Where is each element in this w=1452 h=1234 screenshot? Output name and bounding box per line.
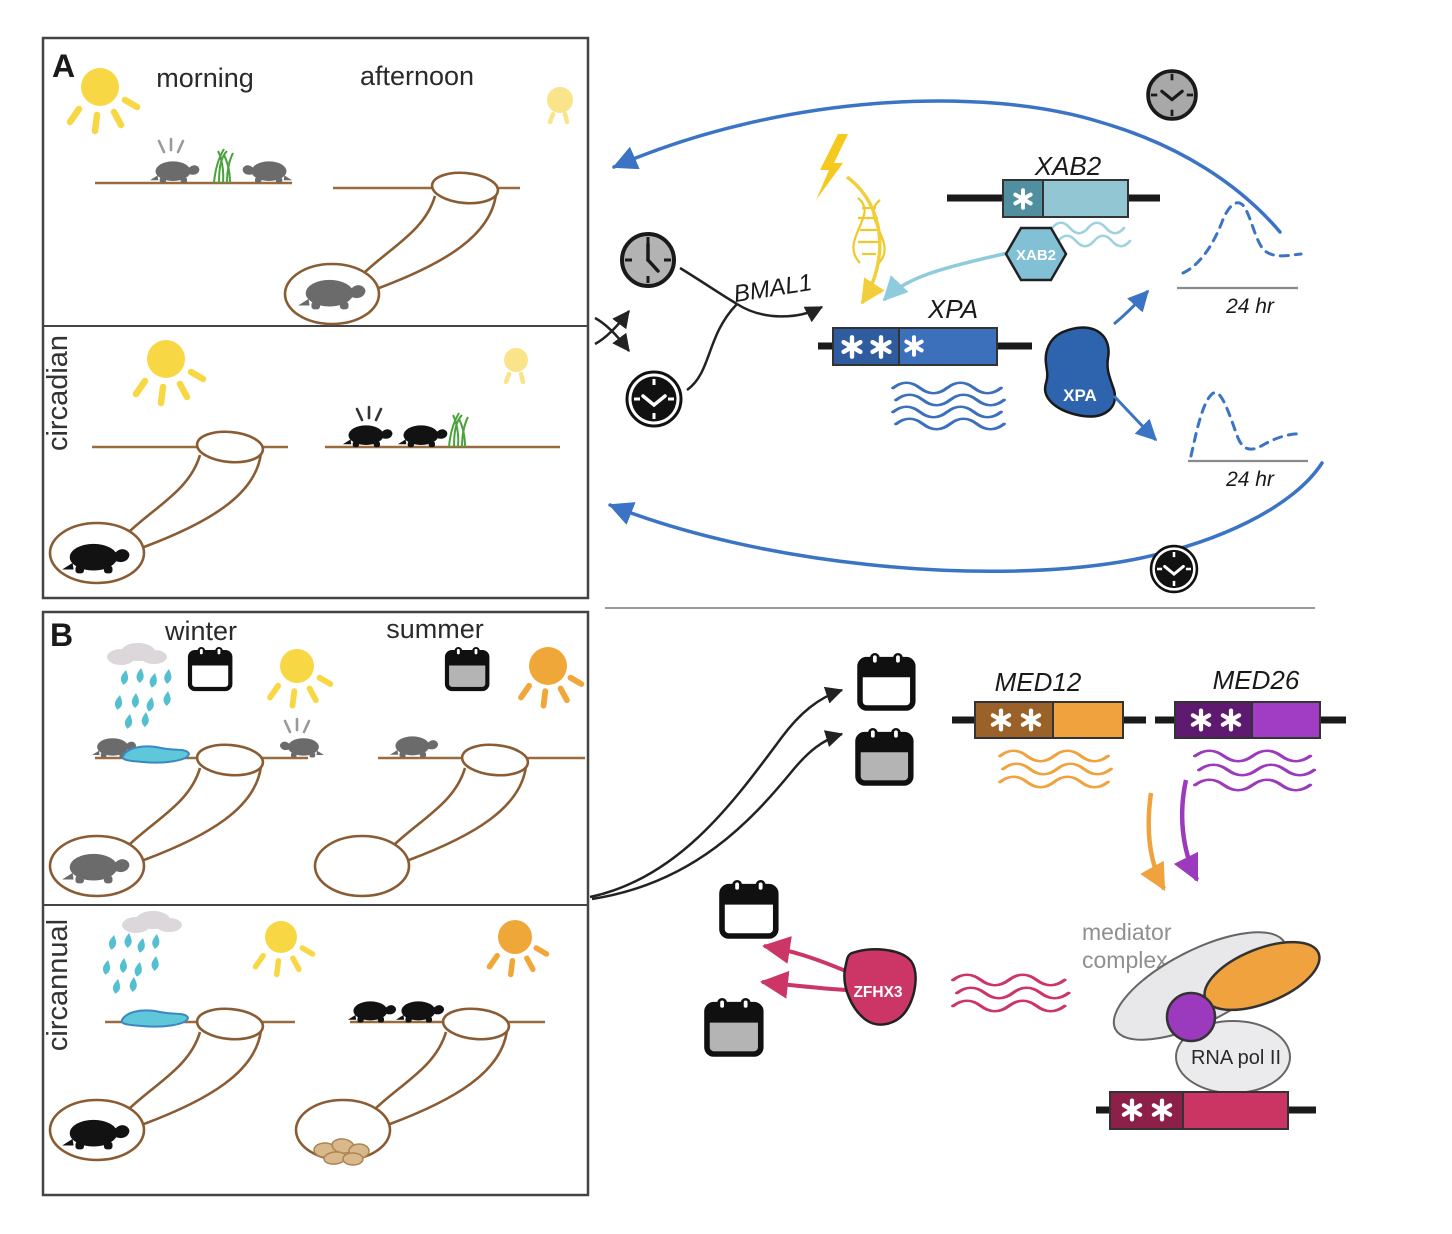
mrna-squiggle <box>891 380 1003 396</box>
axis-24hr-top: 24 hr <box>1225 295 1275 318</box>
panel-b: B winter summer circannual <box>41 610 590 1197</box>
arrow-branch-up <box>594 310 630 346</box>
arrow-to-plot-top <box>1113 289 1150 326</box>
mrna-squiggle <box>953 1001 1065 1012</box>
mediator-complex: RNA pol II <box>1112 931 1321 1094</box>
calendar-icon-gray <box>858 728 911 783</box>
panel-a: A morning afternoon circadian <box>41 36 590 600</box>
xpa-gene-label: XPA <box>927 294 978 324</box>
caption-winter: winter <box>164 616 237 646</box>
med26-gene-label: MED26 <box>1213 665 1300 695</box>
mrna-squiggle <box>953 975 1065 986</box>
mrna-squiggle <box>1050 221 1126 235</box>
sun-icon-summer <box>521 647 581 706</box>
target-gene <box>1096 1091 1316 1130</box>
clock-icon-day <box>620 232 676 288</box>
xpa-protein-label: XPA <box>1063 386 1097 405</box>
mrna-squiggle <box>894 392 1006 408</box>
panel-b-border <box>41 610 590 1197</box>
arrow-feedback-top <box>612 99 1282 234</box>
calendar-icon-gray <box>707 998 761 1054</box>
protein-zfhx3-blob: ZFHX3 <box>843 948 917 1026</box>
dna-helix-icon <box>852 197 886 265</box>
panel-a-letter: A <box>52 48 75 84</box>
mrna-squiggle <box>891 404 1003 420</box>
caption-morning: morning <box>156 63 254 93</box>
arrow-med12-to-mediator <box>1140 792 1166 891</box>
molecular-circannual: MED12 MED26 ZFHX3 mediator complex RNA <box>589 653 1346 1130</box>
med12-gene-label: MED12 <box>995 667 1082 697</box>
calendar-icon-gray <box>447 647 487 689</box>
zfhx3-protein-label: ZFHX3 <box>853 984 902 1001</box>
mediator-label-line2: complex <box>1082 947 1168 973</box>
gene-med12: MED12 <box>952 667 1146 739</box>
arrow-uv-to-xpa <box>845 175 885 305</box>
bmal1-label: BMAL1 <box>732 269 814 308</box>
arrow-branch-down <box>594 316 630 352</box>
mrna-squiggle <box>998 748 1110 764</box>
clock-icon-night <box>625 370 683 428</box>
rna-pol-label: RNA pol II <box>1191 1047 1281 1069</box>
sun-icon-winter <box>270 649 330 706</box>
mrna-squiggle <box>957 988 1069 999</box>
mrna-squiggle <box>1195 780 1310 791</box>
arrow-med26-to-mediator <box>1173 779 1200 883</box>
gene-med26: MED26 <box>1155 665 1346 739</box>
sun-icon-afternoon-small <box>547 87 573 122</box>
protein-xab2-hexagon: XAB2 <box>1004 226 1068 282</box>
calendar-icon-white <box>860 653 913 708</box>
gene-xab2: XAB2 <box>947 151 1160 218</box>
row-label-circadian: circadian <box>42 335 74 451</box>
clock-icon-gray-small <box>1146 69 1198 121</box>
caption-afternoon: afternoon <box>360 61 474 91</box>
gene-xpa: XPA <box>818 294 1032 366</box>
lightning-icon <box>816 134 848 200</box>
line-clock-night-to-bmal1 <box>686 303 738 392</box>
sun-icon <box>490 920 547 974</box>
sun-icon-small <box>504 348 528 382</box>
plot-24hr-bottom: 24 hr <box>1188 391 1308 491</box>
mediator-label-line1: mediator <box>1082 919 1172 945</box>
mrna-squiggle <box>1195 751 1310 762</box>
line-clock-day-to-bmal1 <box>679 266 738 306</box>
mrna-squiggle <box>1001 761 1113 777</box>
molecular-circadian: BMAL1 XAB2 XAB2 XPA <box>594 69 1324 594</box>
arrow-feedback-bottom <box>608 461 1324 574</box>
mrna-squiggle <box>998 774 1110 790</box>
protein-xpa-blob: XPA <box>1043 326 1117 418</box>
calendar-icon-white <box>190 647 230 689</box>
sun-icon-morning <box>70 68 137 131</box>
arrow-to-plot-bottom <box>1112 394 1158 442</box>
axis-24hr-bottom: 24 hr <box>1225 468 1275 491</box>
arrow-season-to-calendar-gray <box>591 730 844 901</box>
arrow-season-to-calendar-white <box>589 686 844 899</box>
arrow-zfhx3-to-calendar-gray <box>760 970 847 999</box>
eggs <box>313 1138 370 1166</box>
xab2-gene-label: XAB2 <box>1034 151 1102 181</box>
clock-icon-black-small <box>1149 544 1199 594</box>
arrow-zfhx3-to-calendar-white <box>762 936 849 974</box>
med26-subunit <box>1165 991 1217 1043</box>
plot-24hr-top: 24 hr <box>1177 201 1303 318</box>
caption-summer: summer <box>386 614 484 644</box>
xab2-protein-label: XAB2 <box>1016 247 1056 264</box>
sun-icon <box>256 921 313 974</box>
row-label-circannual: circannual <box>42 919 74 1051</box>
arrow-bmal1-to-xpa <box>736 302 824 323</box>
sun-icon-big <box>136 340 203 403</box>
panel-b-letter: B <box>50 617 73 653</box>
mrna-squiggle <box>1056 234 1132 248</box>
mrna-squiggle <box>1199 765 1314 776</box>
calendar-icon-white <box>722 880 776 936</box>
arrow-xab2-to-xpa <box>882 251 1009 302</box>
mrna-squiggle <box>894 416 1006 432</box>
